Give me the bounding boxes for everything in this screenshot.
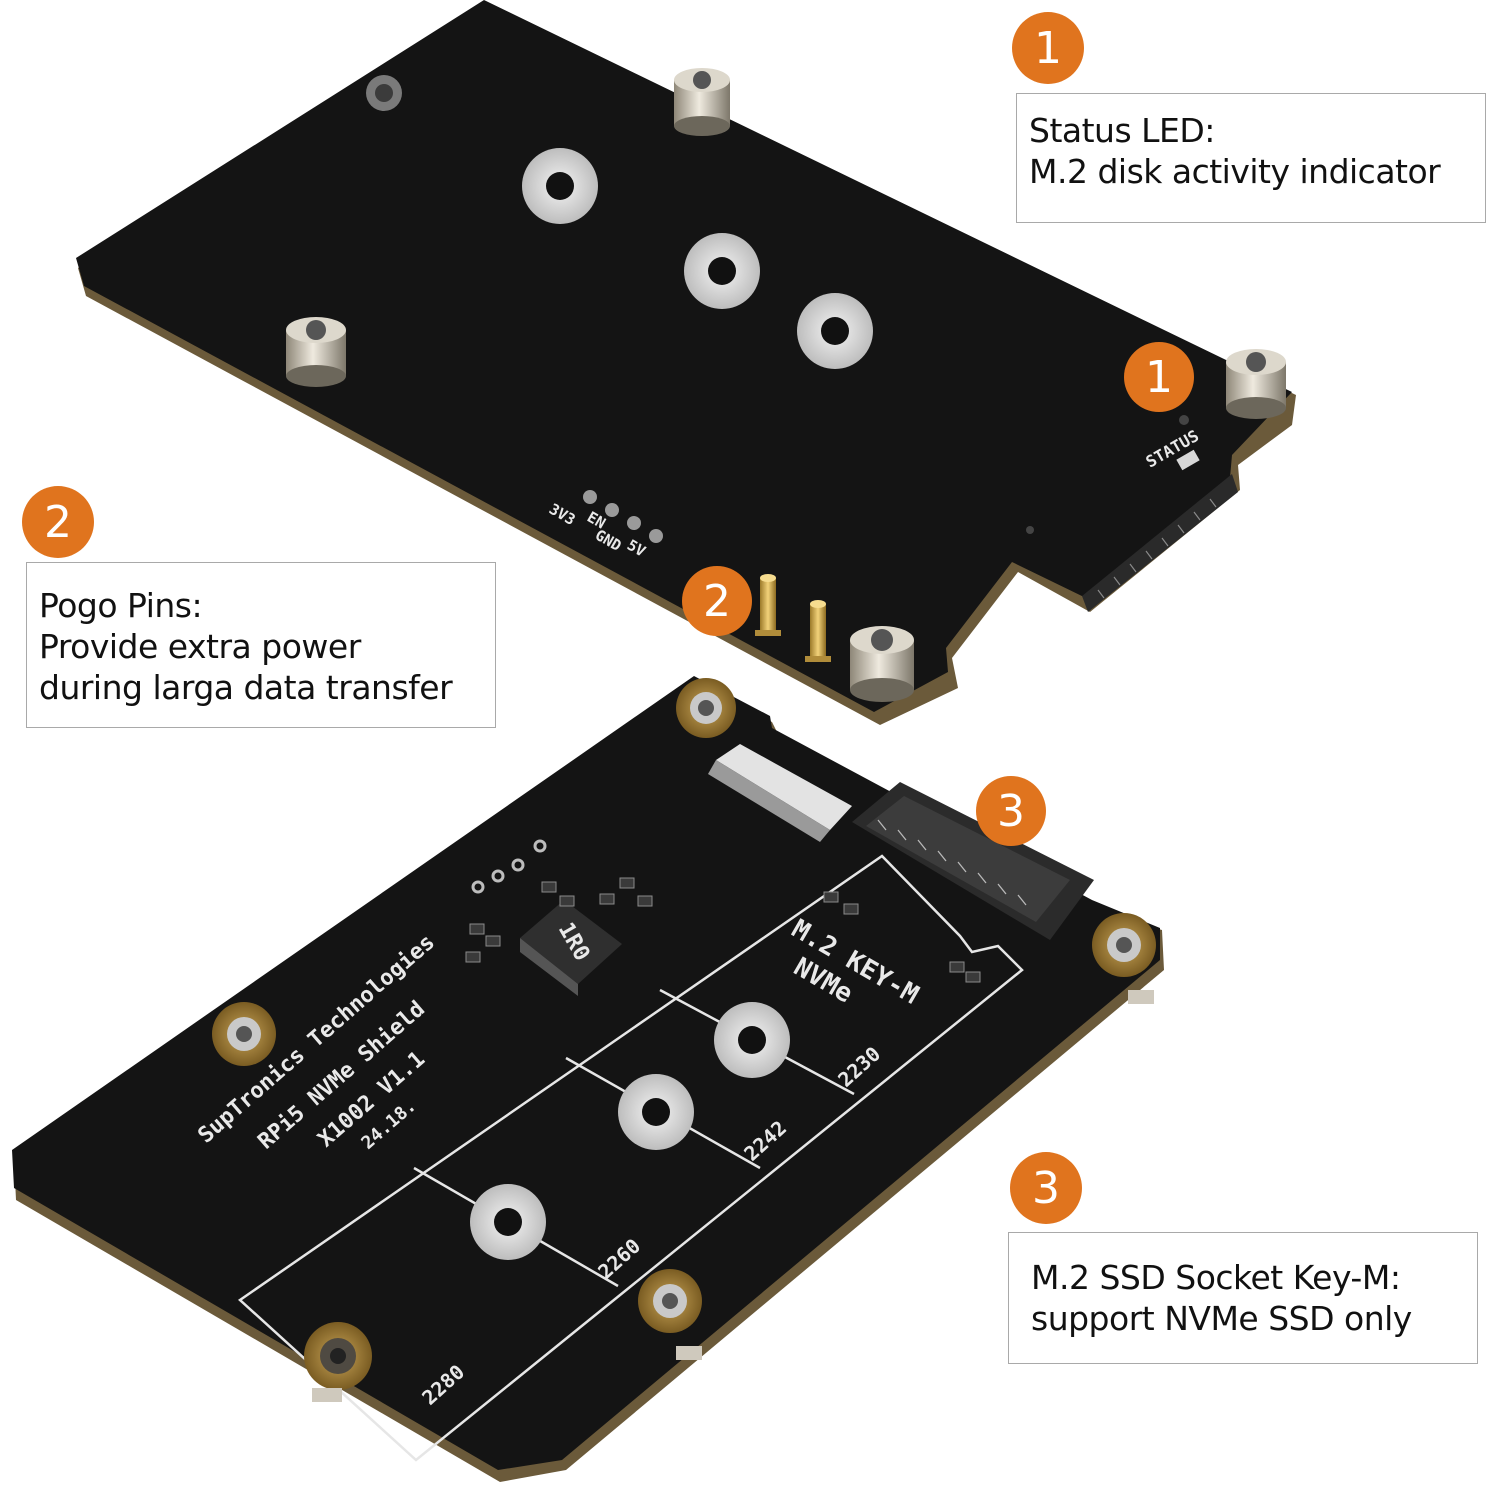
marker-3-on-board: 3: [976, 776, 1046, 846]
callout-2-desc: Provide extra power: [39, 627, 361, 666]
callout-1-badge: 1: [1012, 12, 1084, 84]
callout-1-title: Status LED:: [1029, 111, 1215, 150]
callout-1-desc: M.2 disk activity indicator: [1029, 152, 1441, 191]
callout-2-title: Pogo Pins:: [39, 586, 203, 625]
rear-board-face: [76, 0, 1292, 712]
smd-components: [465, 877, 981, 983]
mounting-holes: [212, 678, 1156, 1390]
standoff-washers: [470, 1002, 790, 1260]
mounting-washers: [522, 148, 873, 369]
status-led: [1176, 449, 1200, 471]
standoff: [850, 626, 914, 702]
pogo-pin: [805, 600, 831, 662]
edge-connector-pins: [1097, 498, 1217, 599]
standoff: [1226, 349, 1286, 419]
standoff: [286, 317, 346, 387]
callout-3-title: M.2 SSD Socket Key-M:: [1031, 1258, 1401, 1297]
m2-socket: [852, 782, 1094, 940]
standoff: [674, 68, 730, 136]
callout-2-badge: 2: [22, 486, 94, 558]
callout-3-box: M.2 SSD Socket Key-M: support NVMe SSD o…: [1008, 1232, 1478, 1364]
callout-2-box: Pogo Pins: Provide extra power during la…: [26, 562, 496, 728]
ffc-connector: [708, 744, 852, 842]
marker-2-on-board: 2: [682, 566, 752, 636]
marker-1-on-board: 1: [1124, 342, 1194, 412]
pogo-pin: [755, 574, 781, 636]
front-board-face: [12, 676, 1160, 1470]
callout-1-box: Status LED: M.2 disk activity indicator: [1016, 93, 1486, 223]
callout-2-desc-2: during larga data transfer: [39, 668, 453, 707]
test-pads: [583, 490, 663, 543]
callout-3-badge: 3: [1010, 1152, 1082, 1224]
header-pads: [471, 839, 547, 894]
callout-3-desc: support NVMe SSD only: [1031, 1299, 1412, 1338]
standoff-feet: [312, 990, 1154, 1402]
inductor: 1R0: [520, 900, 622, 996]
edge-connector: [1082, 474, 1238, 612]
